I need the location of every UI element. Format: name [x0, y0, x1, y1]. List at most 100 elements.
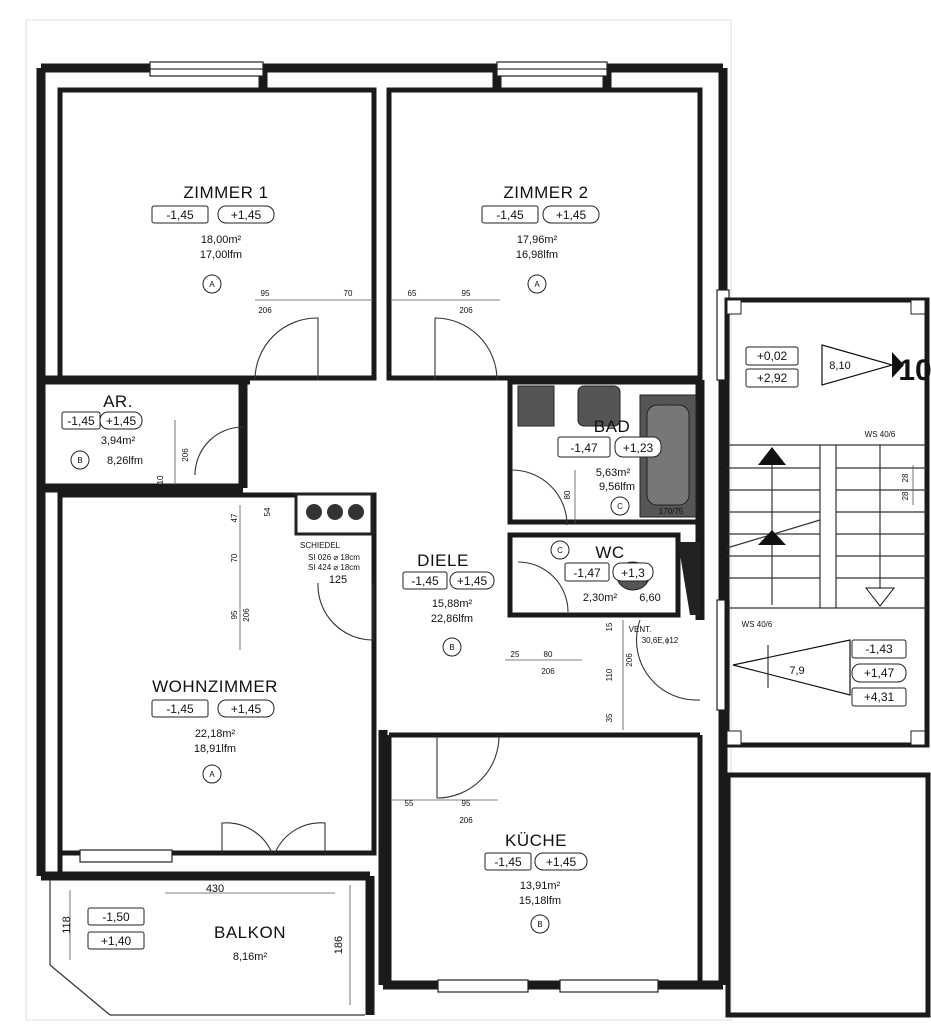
dim-label: 95	[462, 799, 471, 808]
dimension-lines	[69, 299, 914, 1005]
labels: ZIMMER 1 -1,45 +1,45 18,00m² 17,00lfm A …	[61, 183, 931, 963]
dim-label: 47	[230, 513, 239, 522]
room-code: B	[537, 920, 542, 929]
balkon-depth: 186	[333, 936, 345, 954]
stair-treads	[727, 467, 927, 579]
stair-up-arrow-icon	[758, 447, 786, 465]
stair-top-level-b: +2,92	[757, 371, 788, 385]
walls	[36, 63, 728, 1016]
balkon-side: 118	[61, 916, 73, 934]
level-a: -1,45	[166, 702, 194, 716]
stair-riser-2: 28	[901, 491, 910, 500]
level-a: -1,45	[496, 208, 524, 222]
room-area: 5,63m²	[596, 467, 631, 479]
stair-bottom-arrow-icon	[732, 639, 851, 696]
room-lfm: 6,60	[639, 592, 660, 604]
room-area: 13,91m²	[520, 880, 561, 892]
room-lfm: 16,98lfm	[516, 249, 558, 261]
vent-label: VENT.	[629, 625, 652, 634]
room-name-kueche: KÜCHE	[505, 831, 567, 850]
level-a: -1,47	[573, 566, 601, 580]
room-name-balkon: BALKON	[214, 923, 286, 942]
bathtub-size: 170/75	[659, 507, 684, 516]
room-code: C	[617, 502, 623, 511]
staircase	[724, 297, 931, 1018]
room-name-wc: WC	[595, 543, 624, 562]
level-b: +1,45	[546, 855, 577, 869]
level-badges	[61, 205, 907, 950]
room-name-diele: DIELE	[417, 551, 469, 570]
stair-bottom-level-c: +4,31	[864, 690, 895, 704]
shaft-icon	[678, 542, 700, 615]
dim-label: 80	[544, 650, 553, 659]
dim-label: 206	[625, 653, 634, 667]
level-b: +1,45	[106, 414, 137, 428]
dim-label: 206	[541, 667, 555, 676]
room-code: A	[209, 770, 215, 779]
level-a: -1,45	[166, 208, 194, 222]
room-area: 22,18m²	[195, 728, 236, 740]
dim-label: 70	[230, 553, 239, 562]
level-b: +1,45	[231, 702, 262, 716]
room-area: 8,16m²	[233, 951, 268, 963]
dim-label: 10	[156, 475, 165, 484]
room-lfm: 9,56lfm	[599, 481, 635, 493]
dim-label: 55	[405, 799, 414, 808]
room-lfm: 15,18lfm	[519, 895, 561, 907]
dim-label: 206	[459, 306, 473, 315]
stair-top-level-a: +0,02	[757, 349, 788, 363]
room-code: C	[557, 546, 563, 555]
room-name-wohnzimmer: WOHNZIMMER	[152, 677, 278, 696]
stair-top-arrow-label: 8,10	[829, 360, 850, 372]
stair-bottom-arrow-label: 7,9	[789, 665, 804, 677]
stair-number: 10	[898, 354, 931, 387]
stair-riser-1: 28	[901, 473, 910, 482]
chimney-block	[294, 492, 374, 536]
room-name-zimmer2: ZIMMER 2	[503, 183, 588, 202]
stair-ws-2: WS 40/6	[742, 620, 773, 629]
stair-bottom-level-b: +1,47	[864, 666, 895, 680]
dim-label: 206	[242, 608, 251, 622]
dim-label: 206	[258, 306, 272, 315]
room-name-bad: BAD	[594, 417, 630, 436]
room-name-ar: AR.	[103, 392, 133, 411]
dim-label: 110	[605, 668, 614, 681]
level-a: -1,47	[570, 441, 598, 455]
dim-label: 95	[230, 610, 239, 619]
washbasin-icon	[517, 385, 555, 427]
chimney-title: SCHIEDEL	[300, 541, 341, 550]
room-area: 2,30m²	[583, 592, 618, 604]
level-a: -1,50	[102, 910, 130, 924]
stair-down-arrow-icon	[864, 587, 896, 607]
level-a: -1,45	[494, 855, 522, 869]
dim-label: 25	[511, 650, 520, 659]
dim-label: 65	[408, 289, 417, 298]
dim-label: 70	[344, 289, 353, 298]
level-b: +1,45	[457, 574, 488, 588]
windows	[79, 61, 730, 993]
dim-label: 15	[605, 622, 614, 631]
chimney-spec-1: SI 026 ⌀ 18cm	[308, 553, 360, 562]
level-a: -1,45	[67, 414, 95, 428]
level-a: -1,45	[411, 574, 439, 588]
room-lfm: 8,26lfm	[107, 455, 143, 467]
dim-label: 80	[563, 490, 572, 499]
room-area: 17,96m²	[517, 234, 558, 246]
room-area: 15,88m²	[432, 598, 473, 610]
room-lfm: 17,00lfm	[200, 249, 242, 261]
room-lfm: 22,86lfm	[431, 613, 473, 625]
dim-label: 206	[459, 816, 473, 825]
level-b: +1,23	[623, 441, 654, 455]
room-code: B	[77, 456, 82, 465]
dim-label: 35	[605, 713, 614, 722]
level-b: +1,40	[101, 934, 132, 948]
level-b: +1,3	[621, 566, 645, 580]
room-area: 18,00m²	[201, 234, 242, 246]
level-b: +1,45	[231, 208, 262, 222]
room-name-zimmer1: ZIMMER 1	[183, 183, 268, 202]
stair-bottom-level-a: -1,43	[865, 642, 893, 656]
stair-ws-1: WS 40/6	[865, 430, 896, 439]
balkon-width: 430	[206, 883, 224, 895]
stair-top-arrow-icon	[821, 344, 895, 386]
